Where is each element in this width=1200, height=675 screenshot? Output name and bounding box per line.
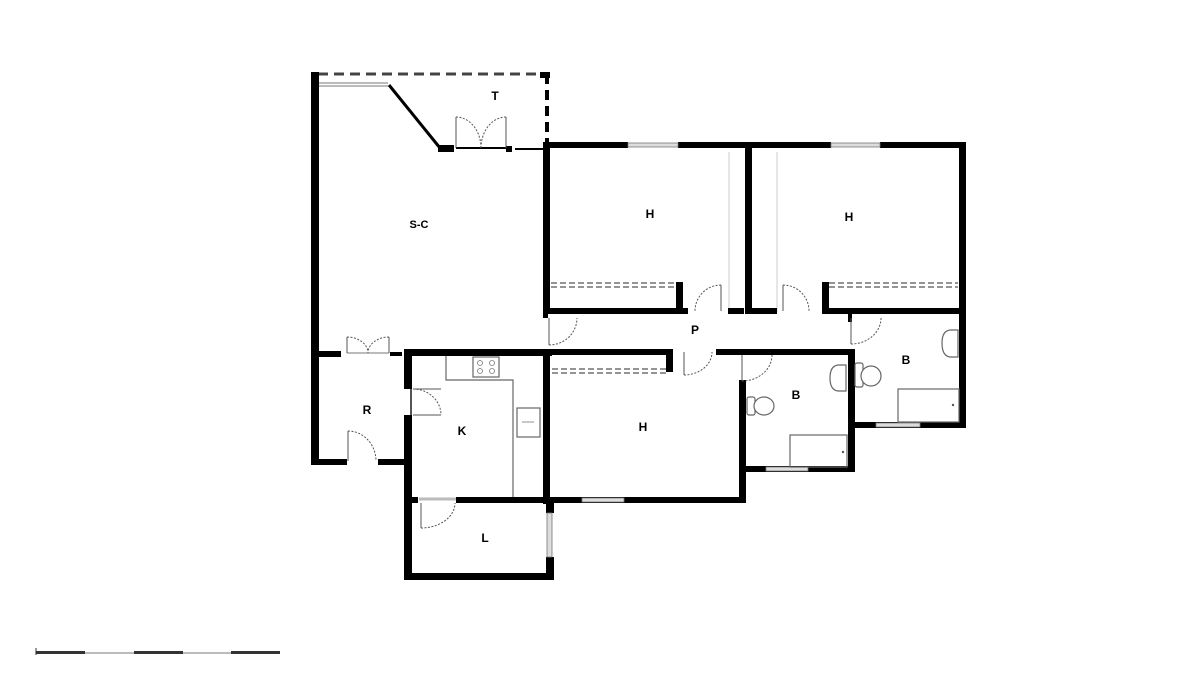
terrace-outline: [318, 72, 550, 149]
room-label-bathroom-1: B: [901, 353, 911, 367]
room-label-bedroom-1: H: [645, 207, 655, 221]
room-label-storage: R: [362, 403, 372, 417]
bathtub-icon: [789, 434, 848, 468]
room-label-bedroom-3: H: [638, 420, 648, 434]
room-label-laundry: L: [481, 531, 489, 545]
walls: [311, 72, 966, 580]
scale-bar: [35, 648, 280, 655]
room-label-living-dining: S-C: [409, 219, 429, 231]
room-label-bathroom-2: B: [791, 388, 801, 402]
stove-icon: [472, 356, 500, 378]
shower-tray-icon: [897, 388, 960, 423]
room-label-terrace: T: [491, 89, 499, 103]
room-label-hallway: P: [690, 323, 700, 337]
terrace-door: [438, 116, 545, 152]
washbasin-icon: [941, 329, 959, 358]
wardrobe: [552, 368, 666, 374]
toilet-icon: [746, 396, 775, 416]
doors: [346, 284, 882, 529]
fixtures: [445, 329, 960, 497]
room-label-bedroom-2: H: [844, 210, 854, 224]
room-label-kitchen: K: [457, 424, 467, 438]
sink-icon: [516, 407, 541, 438]
toilet-icon: [854, 362, 882, 388]
washbasin-icon: [829, 364, 847, 392]
